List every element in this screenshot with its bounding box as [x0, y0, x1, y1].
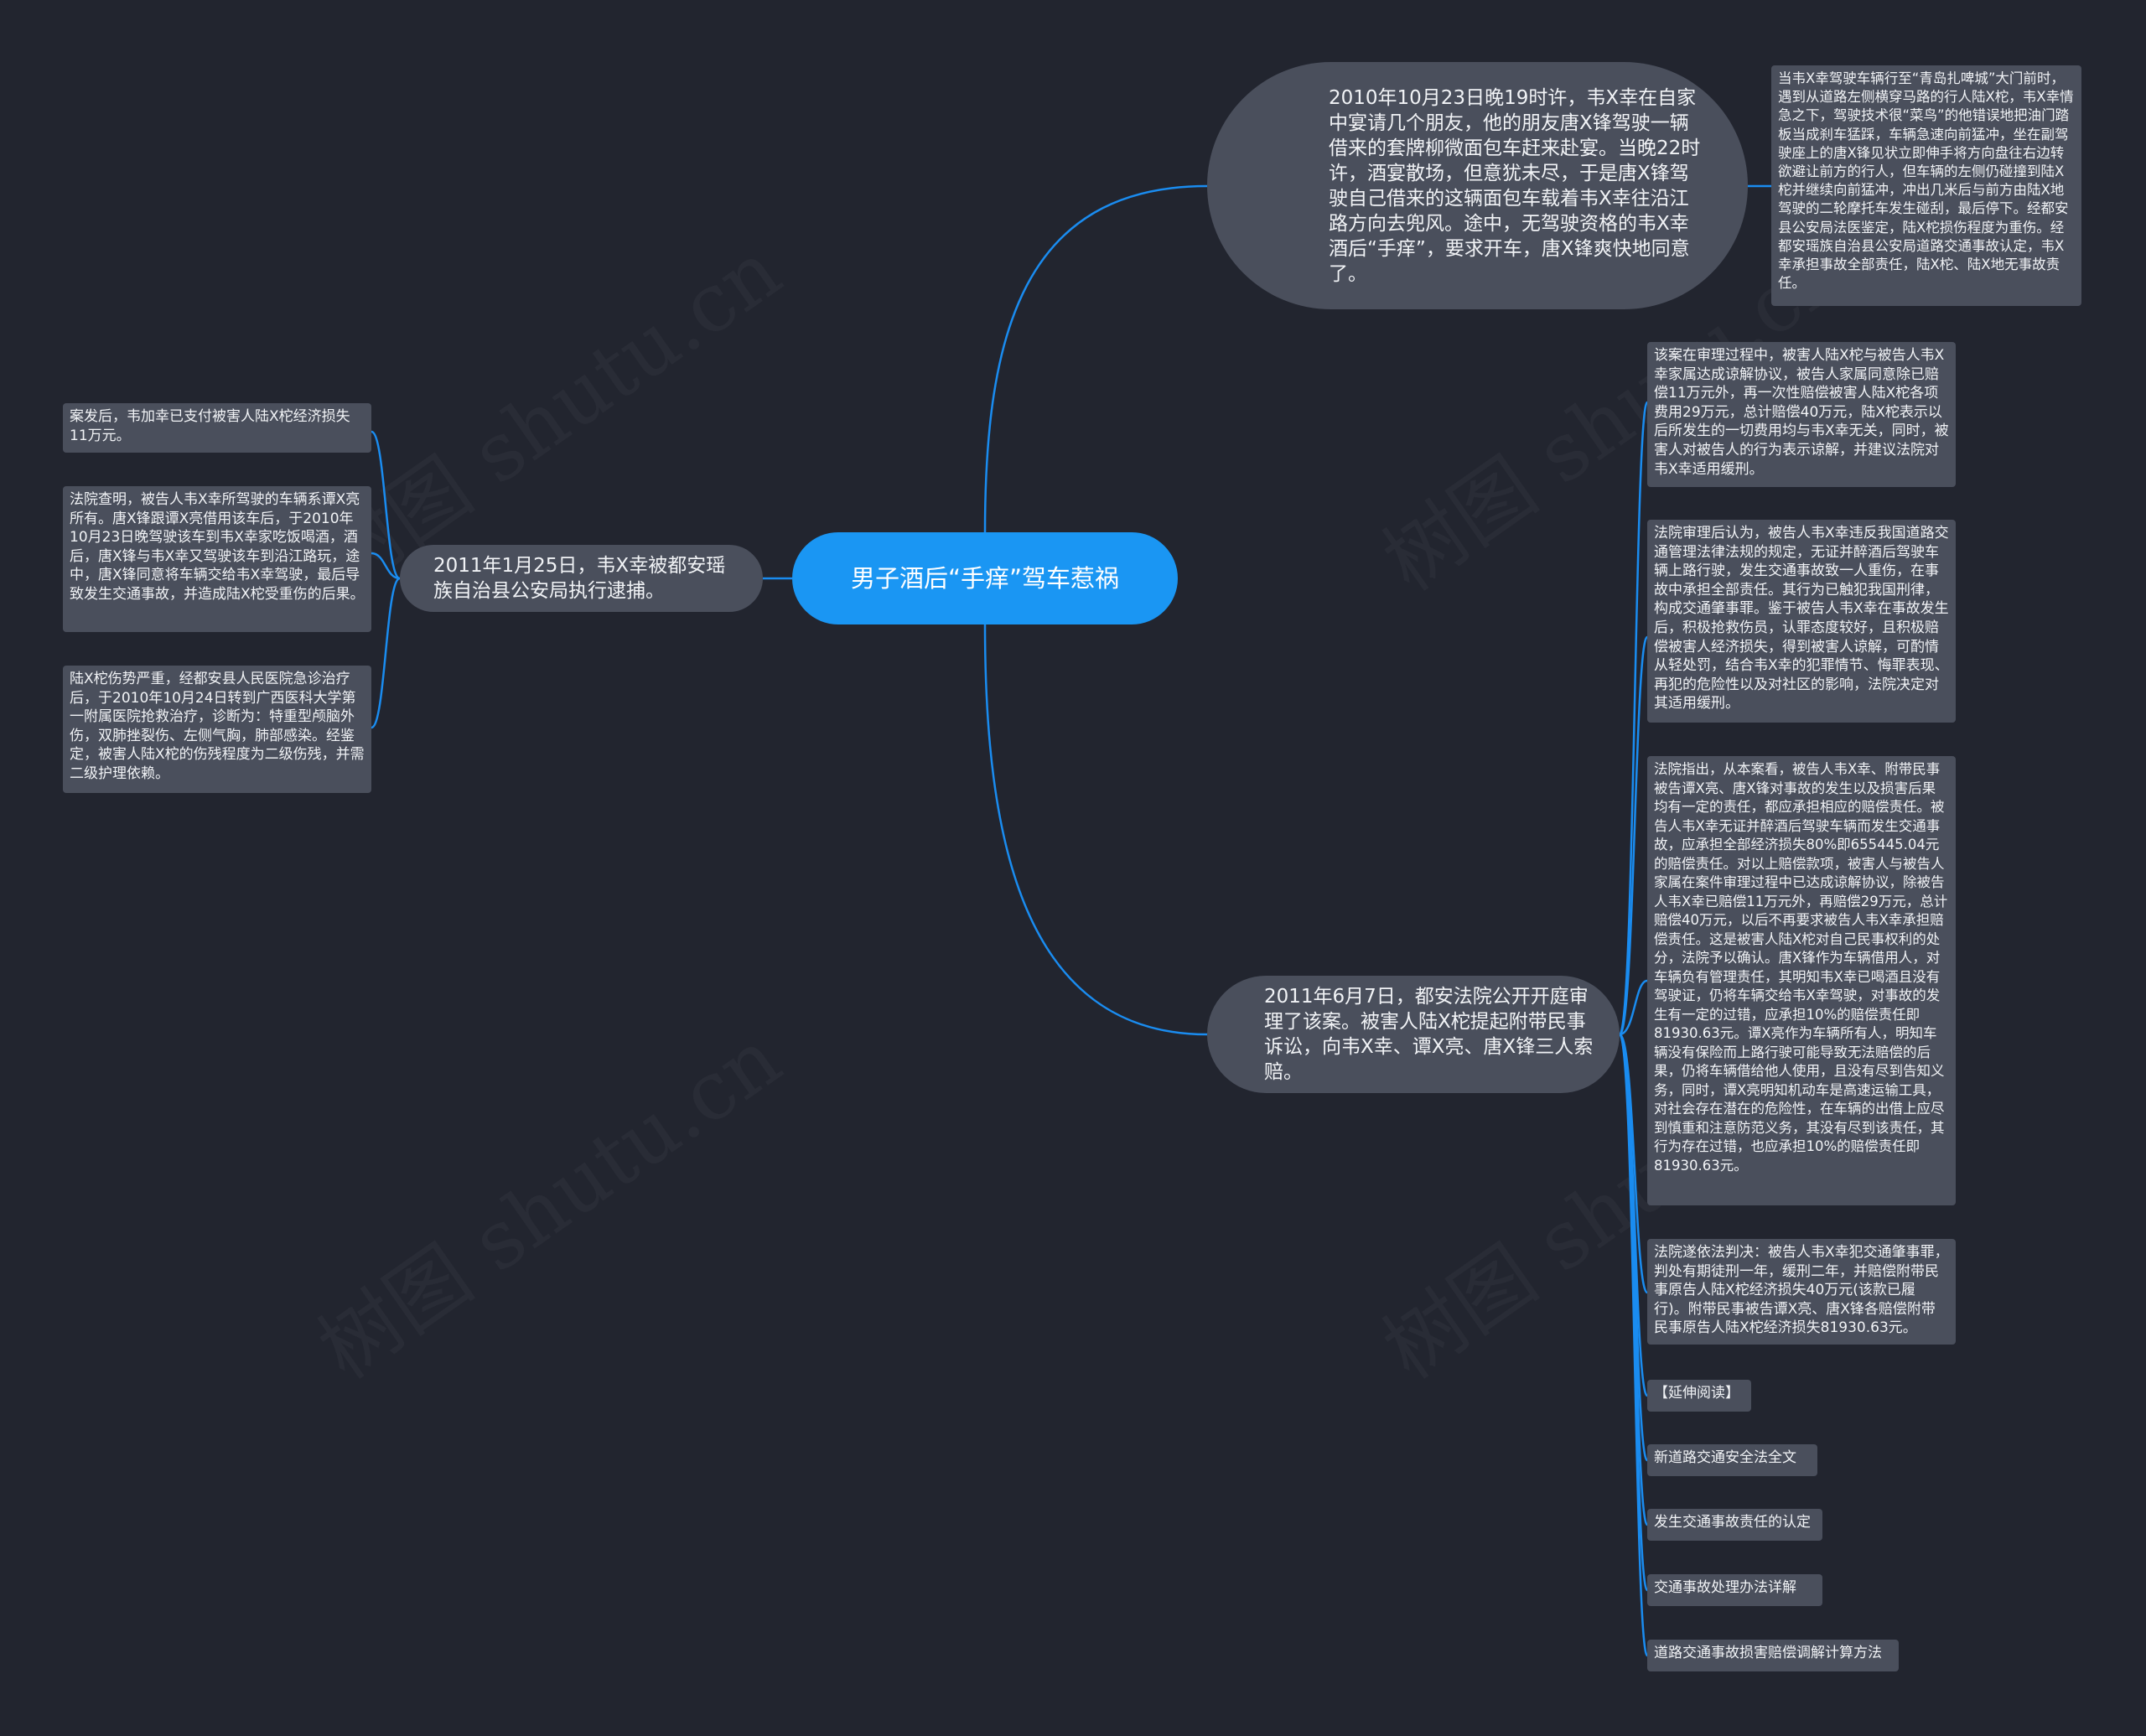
leaf-further-reading[interactable]: 【延伸阅读】 [1647, 1380, 1751, 1412]
link-b2-leaf-1 [1618, 401, 1649, 1036]
leaf-accident-detail[interactable]: 当韦X幸驾驶车辆行至“青岛扎啤城”大门前时，遇到从道路左侧横穿马路的行人陆X柁，… [1771, 65, 2081, 306]
leaf-injury[interactable]: 陆X柁伤势严重，经都安县人民医院急诊治疗后，于2010年10月24日转到广西医科… [63, 666, 371, 793]
leaf-text: 法院指出，从本案看，被告人韦X幸、附带民事被告谭X亮、唐X锋对事故的发生以及损害… [1654, 761, 1948, 1174]
link-root-b1 [983, 184, 1208, 533]
link-b2-leaf-2 [1618, 635, 1649, 1036]
leaf-text: 【延伸阅读】 [1654, 1385, 1739, 1402]
branch-label: 2011年1月25日，韦X幸被都安瑶族自治县公安局执行逮捕。 [433, 555, 726, 602]
leaf-text: 法院审理后认为，被告人韦X幸违反我国道路交通管理法律法规的规定，无证并醉酒后驾驶… [1654, 525, 1949, 713]
leaf-payment[interactable]: 案发后，韦加幸已支付被害人陆X柁经济损失11万元。 [63, 403, 371, 453]
leaf-link-procedure[interactable]: 交通事故处理办法详解 [1647, 1574, 1822, 1606]
branch-node-trial[interactable]: 2011年6月7日，都安法院公开开庭审理了该案。被害人陆X柁提起附带民事诉讼，向… [1207, 976, 1620, 1093]
leaf-text: 法院查明，被告人韦X幸所驾驶的车辆系谭X亮所有。唐X锋跟谭X亮借用该车后，于20… [70, 491, 365, 603]
branch-node-incident[interactable]: 2010年10月23日晚19时许，韦X幸在自家中宴请几个朋友，他的朋友唐X锋驾驶… [1207, 62, 1748, 309]
link-b2-leaf-3 [1619, 979, 1648, 1036]
leaf-text: 新道路交通安全法全文 [1654, 1449, 1796, 1466]
root-label: 男子酒后“手痒”驾车惹祸 [850, 564, 1120, 593]
leaf-court-opinion[interactable]: 法院审理后认为，被告人韦X幸违反我国道路交通管理法律法规的规定，无证并醉酒后驾驶… [1647, 520, 1956, 723]
leaf-liability-analysis[interactable]: 法院指出，从本案看，被告人韦X幸、附带民事被告谭X亮、唐X锋对事故的发生以及损害… [1647, 756, 1956, 1205]
leaf-text: 交通事故处理办法详解 [1654, 1579, 1796, 1596]
leaf-verdict[interactable]: 法院遂依法判决：被告人韦X幸犯交通肇事罪，判处有期徒刑一年，缓刑二年，并赔偿附带… [1647, 1239, 1956, 1345]
link-b3-leaf-3 [371, 577, 401, 729]
leaf-text: 陆X柁伤势严重，经都安县人民医院急诊治疗后，于2010年10月24日转到广西医科… [70, 671, 365, 782]
leaf-text: 法院遂依法判决：被告人韦X幸犯交通肇事罪，判处有期徒刑一年，缓刑二年，并赔偿附带… [1654, 1244, 1949, 1337]
leaf-text: 道路交通事故损害赔偿调解计算方法 [1654, 1645, 1882, 1661]
leaf-settlement[interactable]: 该案在审理过程中，被害人陆X柁与被告人韦X幸家属达成谅解协议，被告人家属同意除已… [1647, 342, 1956, 487]
leaf-text: 当韦X幸驾驶车辆行至“青岛扎啤城”大门前时，遇到从道路左侧横穿马路的行人陆X柁，… [1778, 70, 2074, 292]
link-root-b2 [983, 624, 1208, 1036]
leaf-link-compensation[interactable]: 道路交通事故损害赔偿调解计算方法 [1647, 1640, 1899, 1671]
leaf-text: 案发后，韦加幸已支付被害人陆X柁经济损失11万元。 [70, 408, 350, 444]
link-b3-leaf-1 [371, 430, 401, 580]
link-b3-leaf-2 [371, 552, 401, 580]
branch-node-arrest[interactable]: 2011年1月25日，韦X幸被都安瑶族自治县公安局执行逮捕。 [400, 545, 763, 612]
leaf-link-liability[interactable]: 发生交通事故责任的认定 [1647, 1509, 1822, 1541]
root-node[interactable]: 男子酒后“手痒”驾车惹祸 [792, 532, 1178, 624]
branch-label: 2010年10月23日晚19时许，韦X幸在自家中宴请几个朋友，他的朋友唐X锋驾驶… [1329, 86, 1701, 285]
branch-label: 2011年6月7日，都安法院公开开庭审理了该案。被害人陆X柁提起附带民事诉讼，向… [1264, 986, 1594, 1083]
leaf-link-traffic-law[interactable]: 新道路交通安全法全文 [1647, 1444, 1817, 1476]
leaf-text: 发生交通事故责任的认定 [1654, 1514, 1811, 1531]
link-b2-leaf-9 [1618, 1033, 1649, 1657]
leaf-court-findings[interactable]: 法院查明，被告人韦X幸所驾驶的车辆系谭X亮所有。唐X锋跟谭X亮借用该车后，于20… [63, 486, 371, 632]
leaf-text: 该案在审理过程中，被害人陆X柁与被告人韦X幸家属达成谅解协议，被告人家属同意除已… [1654, 347, 1949, 478]
